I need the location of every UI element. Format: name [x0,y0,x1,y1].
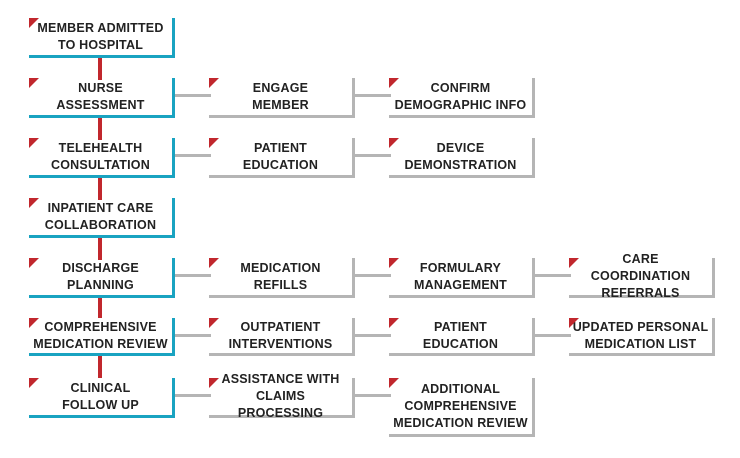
connector-3 [98,178,102,200]
connector-2 [98,118,102,140]
flag-marker [389,78,399,88]
connector-1 [98,58,102,80]
flag-marker [389,378,399,388]
flag-marker [29,78,39,88]
h-connector [353,334,391,337]
h-connector [533,334,571,337]
h-connector [533,274,571,277]
flag-marker [209,378,219,388]
flag-marker [29,18,39,28]
flag-marker [209,318,219,328]
flag-marker [389,318,399,328]
flag-marker [569,258,579,268]
flag-marker [29,378,39,388]
flag-marker [389,138,399,148]
flag-marker [389,258,399,268]
h-connector [173,334,211,337]
h-connector [173,394,211,397]
connector-6 [98,356,102,378]
h-connector [353,394,391,397]
h-connector [173,274,211,277]
flag-marker [29,318,39,328]
h-connector [173,94,211,97]
h-connector [353,154,391,157]
connector-4 [98,238,102,260]
flag-marker [29,138,39,148]
flag-marker [209,258,219,268]
flag-marker [209,78,219,88]
flag-marker [569,318,579,328]
flag-marker [29,198,39,208]
h-connector [353,94,391,97]
h-connector [353,274,391,277]
connector-5 [98,298,102,318]
flag-marker [29,258,39,268]
h-connector [173,154,211,157]
flag-marker [209,138,219,148]
